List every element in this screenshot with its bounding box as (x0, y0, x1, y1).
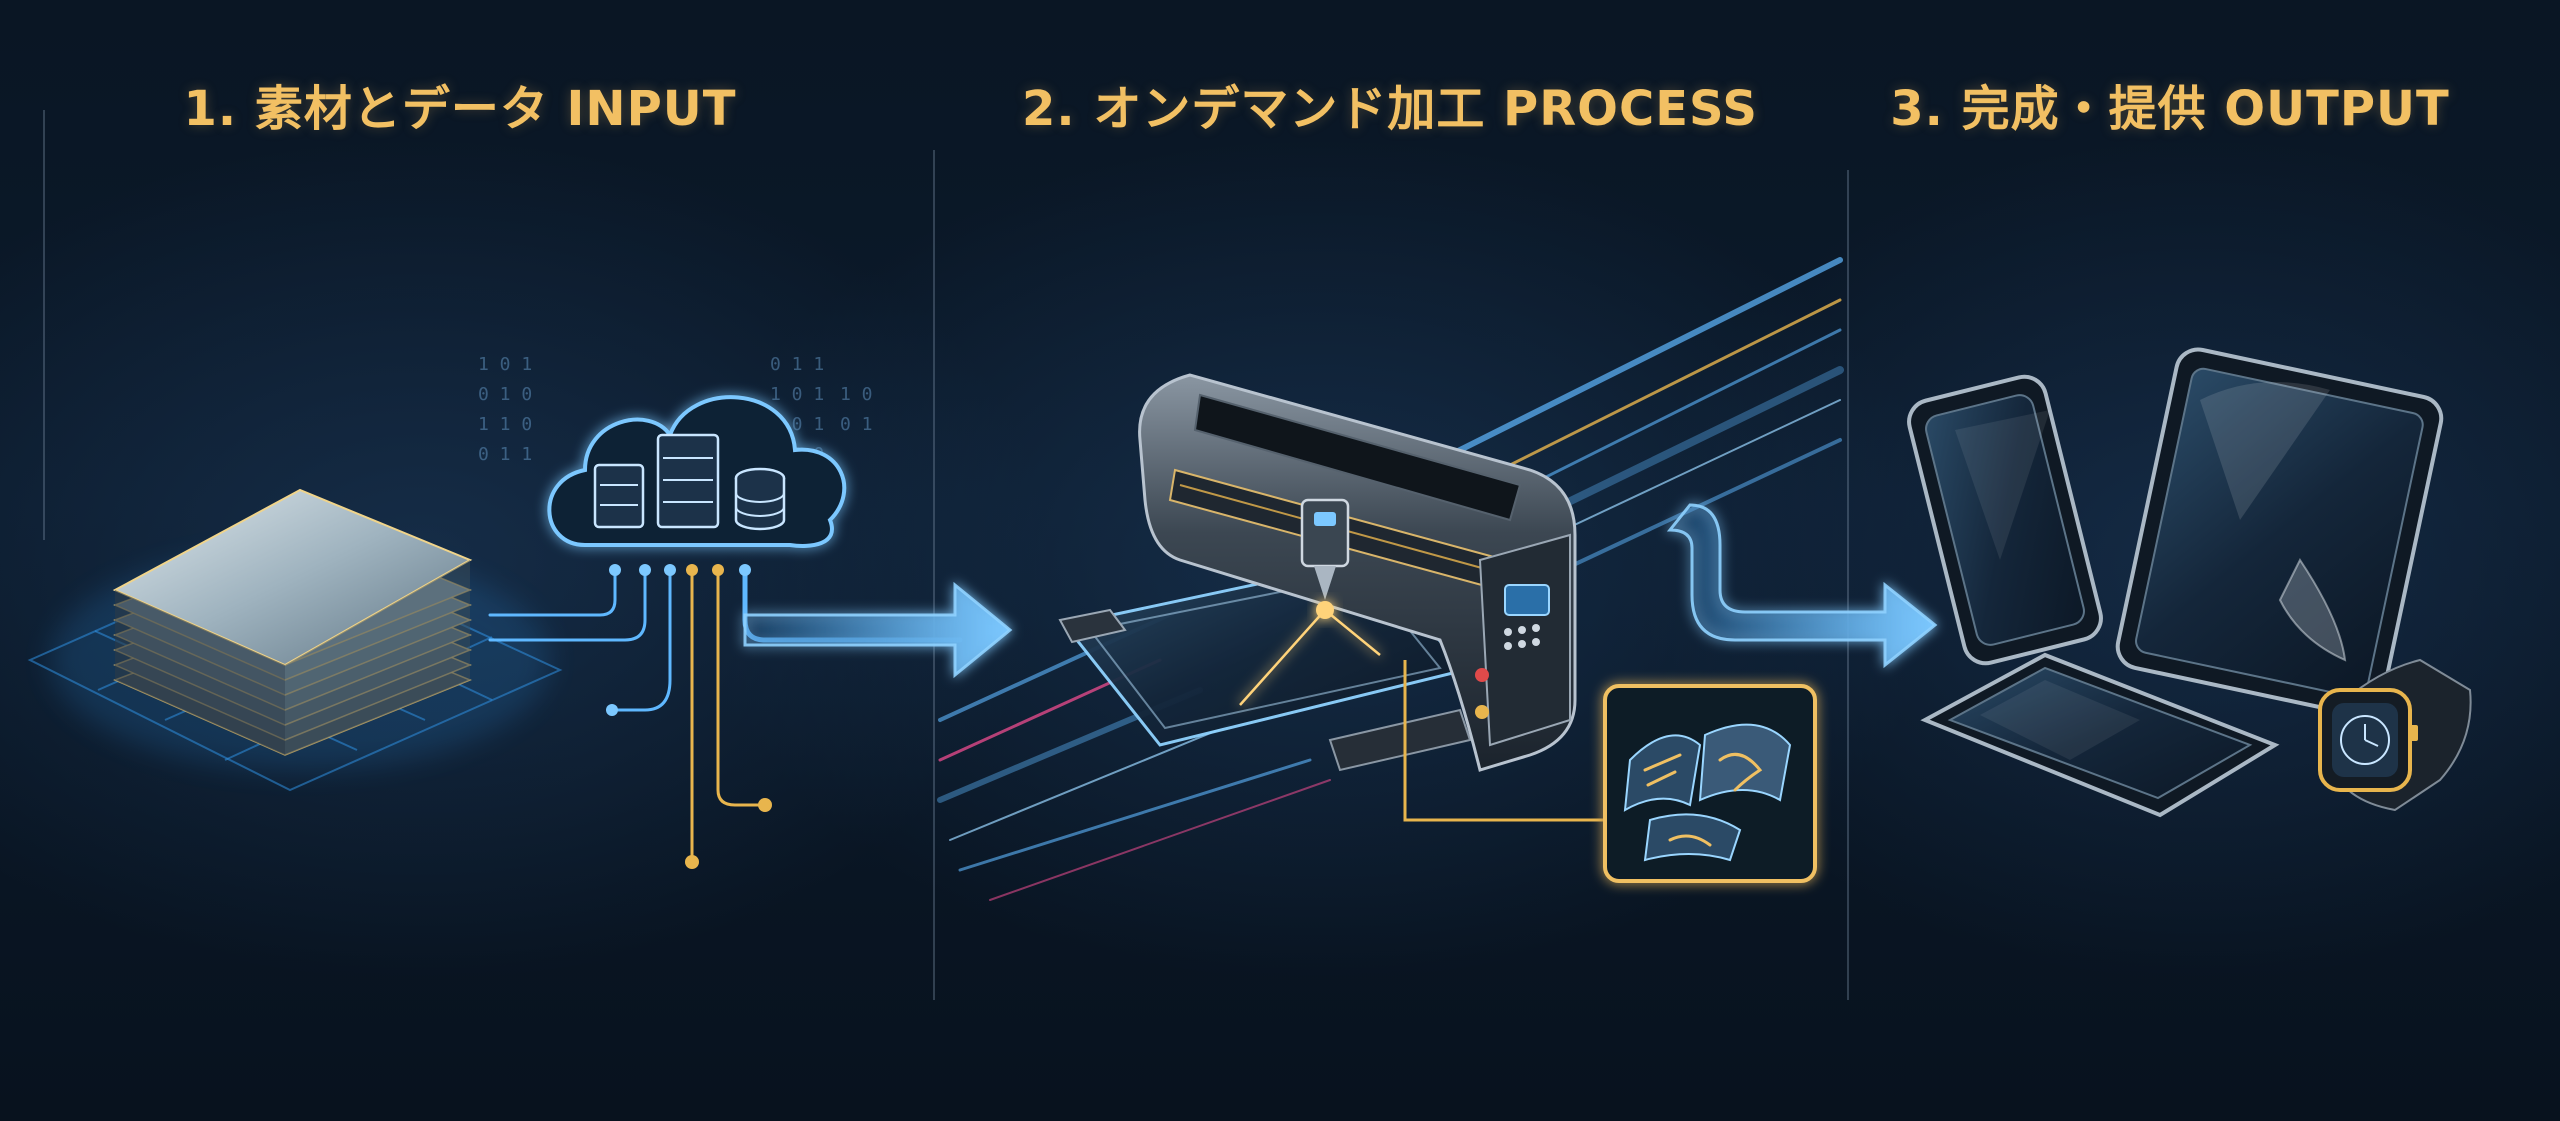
step-3-title: 3. 完成・提供 OUTPUT (1890, 81, 2450, 137)
tablet-icon (2115, 347, 2444, 718)
cut-parts-inset-icon (1603, 684, 1817, 883)
data-line-nodes (606, 564, 772, 869)
cloud-database-icon (547, 395, 847, 548)
svg-text:0 1 0: 0 1 0 (478, 384, 532, 405)
step-1-title: 1. 素材とデータ INPUT (183, 81, 737, 137)
smartphone-icon (1907, 374, 2103, 666)
svg-text:1 0: 1 0 (840, 384, 873, 405)
tablet-flat-icon (1920, 652, 2280, 818)
cutting-plotter-icon (1058, 373, 1577, 772)
svg-text:0 1 1: 0 1 1 (478, 444, 532, 465)
svg-text:0 1: 0 1 (840, 414, 873, 435)
svg-text:1 0 1: 1 0 1 (770, 384, 824, 405)
svg-text:1 0 1: 1 0 1 (478, 354, 532, 375)
flow-arrow-2 (1666, 503, 1938, 669)
material-stack-icon (27, 488, 563, 792)
inset-connector (1403, 660, 1605, 822)
step-2-title: 2. オンデマンド加工 PROCESS (1021, 81, 1758, 137)
svg-text:0 1 1: 0 1 1 (770, 354, 824, 375)
svg-text:1 1 0: 1 1 0 (478, 414, 532, 435)
smartwatch-icon (2318, 658, 2472, 812)
flow-arrow-1 (743, 581, 1013, 679)
